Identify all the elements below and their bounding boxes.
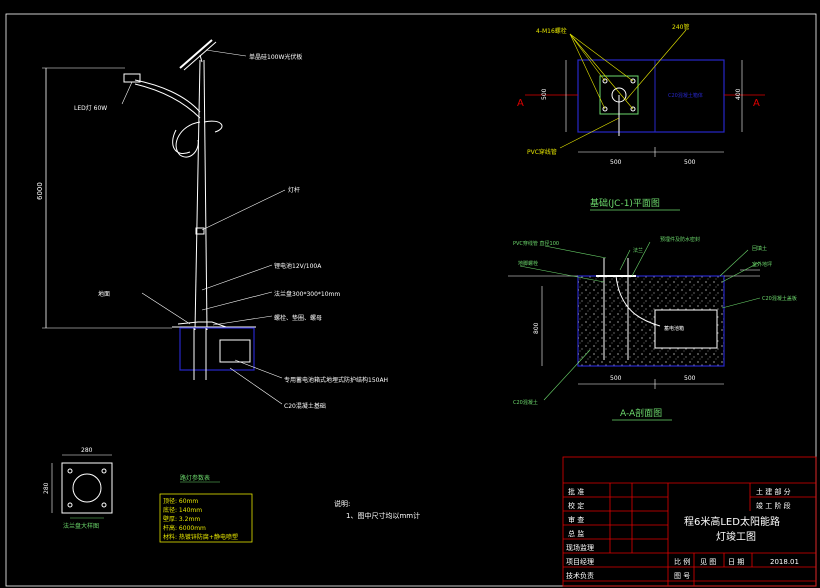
tb-row-check: 校 定: [568, 501, 584, 510]
flange-dim-h: 280: [43, 482, 50, 494]
tb-project-subtitle: 灯竣工图: [716, 530, 756, 543]
plan-dim-side-l: 500: [541, 88, 548, 100]
tb-row-pm: 项目经理: [566, 557, 594, 566]
params-box: [159, 493, 253, 543]
section-label-box: 蓄电池箱: [664, 325, 684, 332]
plan-dim-right: 500: [684, 159, 696, 166]
tb-date-value: 2018.01: [770, 558, 799, 566]
label-battery-box: 专用蓄电池箱式地埋式防护结构150AH: [284, 376, 388, 384]
label-flange: 法兰盘300*300*10mm: [274, 290, 340, 298]
tb-project-title: 程6米高LED太阳能路: [684, 515, 780, 528]
section-dim-w1: 500: [610, 375, 622, 382]
section-label-seal: 预埋件及防水密封: [660, 236, 700, 243]
plan-section-a-right: A: [753, 98, 760, 109]
tb-date-label: 日 期: [728, 558, 744, 566]
flange-dim-w: 280: [81, 447, 93, 454]
label-ground: 地面: [98, 290, 110, 298]
flange-plan-title: 法兰盘大样图: [63, 522, 99, 530]
plan-label-top: 240管: [672, 23, 689, 31]
tb-row-chief: 总 监: [568, 529, 584, 538]
pole-elevation: [42, 39, 286, 405]
notes-head: 说明:: [334, 499, 350, 508]
label-battery: 锂电池12V/100A: [274, 262, 322, 270]
tb-row-tech: 技术负责: [566, 571, 594, 580]
plan-label-pipe: PVC穿线管: [527, 148, 557, 156]
section-dim-h: 800: [533, 322, 540, 334]
tb-dept1: 土 建 部 分: [756, 487, 791, 496]
tb-scale-value: 见 图: [700, 558, 716, 566]
foundation-plan: [525, 29, 765, 157]
param-row: 材料: 热镀锌防腐+静电喷塑: [163, 533, 238, 541]
section-dim-w2: 500: [684, 375, 696, 382]
label-solar-panel: 单晶硅100W光伏板: [249, 53, 302, 61]
section-title: A-A剖面图: [620, 407, 662, 419]
title-block: [562, 456, 817, 587]
tb-number-label: 图 号: [674, 572, 690, 580]
section-label-level: 室外地坪: [752, 261, 772, 268]
tb-dept2: 竣 工 阶 段: [756, 501, 791, 510]
plan-label-bolts: 4-M16螺栓: [536, 27, 567, 35]
tb-row-review: 审 查: [568, 515, 584, 524]
plan-title: 基础(JC-1)平面图: [590, 197, 660, 209]
section-label-pvc: PVC穿线管 直径100: [513, 240, 559, 247]
section-label-bolt: 地脚螺栓: [518, 260, 538, 267]
section-label-fill: 回填土: [752, 245, 767, 252]
param-row: 底径: 140mm: [163, 506, 202, 514]
flange-plan: [51, 454, 113, 519]
pole-height-dim: 6000: [36, 182, 44, 200]
section-label-cover: C20混凝土盖板: [762, 295, 797, 302]
param-row: 壁厚: 3.2mm: [163, 515, 200, 523]
plan-dim-side-r: 400: [735, 88, 742, 100]
tb-row-supervisor: 现场监理: [566, 543, 594, 552]
param-row: 顶径: 60mm: [163, 497, 198, 505]
label-base: C20混凝土基础: [284, 402, 326, 410]
notes-line1: 1、图中尺寸均以mm计: [346, 511, 420, 520]
tb-scale-label: 比 例: [674, 557, 690, 566]
plan-dim-left: 500: [610, 159, 622, 166]
drawing-frame: [5, 13, 817, 587]
plan-label-box: C20混凝土箱体: [668, 92, 703, 99]
label-pole: 灯杆: [288, 186, 300, 194]
tb-row-approve: 批 准: [568, 487, 584, 496]
param-row: 杆高: 6000mm: [163, 524, 206, 532]
section-aa: [508, 241, 761, 401]
section-label-flange: 法兰: [633, 247, 643, 254]
params-title: 路灯参数表: [180, 474, 210, 482]
plan-section-a-left: A: [517, 98, 524, 109]
label-led-lamp: LED灯 60W: [74, 104, 107, 112]
label-bolt: 螺栓、垫圈、螺母: [274, 314, 322, 322]
section-label-concrete: C20混凝土: [513, 399, 538, 406]
